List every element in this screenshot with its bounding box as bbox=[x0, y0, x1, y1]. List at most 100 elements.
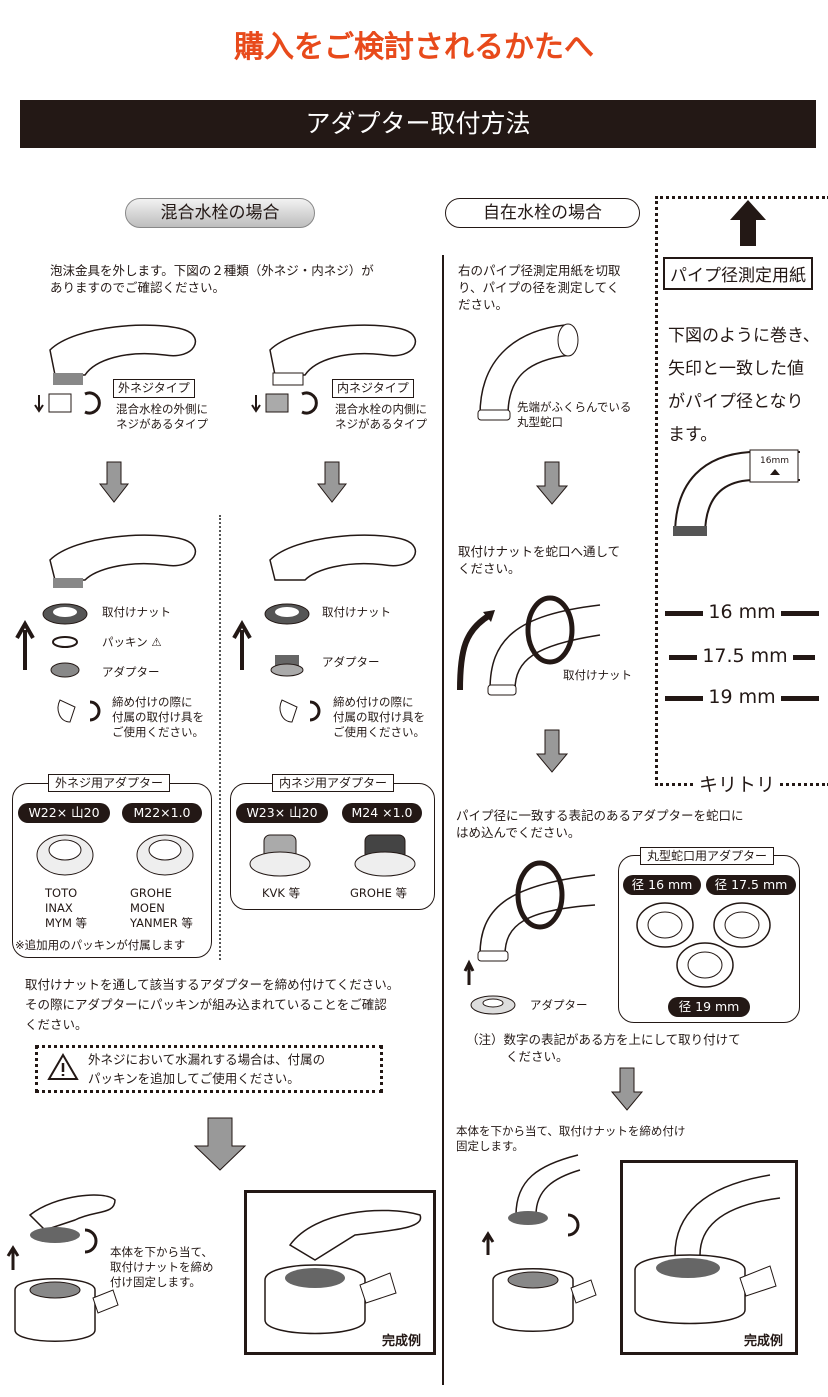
step3-illustration bbox=[6, 1194, 119, 1342]
text-line: 付け固定します。 bbox=[110, 1275, 201, 1289]
brand: GROHE 等 bbox=[350, 886, 408, 900]
gauge-desc: 下図のように巻き、 矢印と一致した値 がパイプ径となり ます。 bbox=[668, 320, 820, 452]
inner-type-desc: 混合水栓の内側にネジがあるタイプ bbox=[335, 402, 427, 432]
size-badge: 径 16 mm bbox=[623, 875, 701, 895]
packing-label: パッキン ⚠ bbox=[102, 635, 162, 650]
outer-type-desc: 混合水栓の外側にネジがあるタイプ bbox=[116, 402, 208, 432]
unscrew-icon bbox=[251, 391, 318, 415]
outer-type-tag: 外ネジタイプ bbox=[113, 379, 195, 398]
text-line: ください。 bbox=[458, 561, 521, 576]
faucet-illustration bbox=[269, 534, 417, 581]
inner-type-tag: 内ネジタイプ bbox=[332, 379, 414, 398]
text-line: 右のパイプ径測定用紙を切取 bbox=[458, 263, 621, 278]
packing-text: パッキン bbox=[102, 635, 148, 649]
text-line: ご使用ください。 bbox=[112, 725, 204, 739]
swivel-faucet-label: 自在水栓の場合 bbox=[445, 198, 640, 228]
section-banner: アダプター取付方法 bbox=[20, 100, 816, 148]
left-step2: 取付けナットを通して該当するアダプターを締め付けてください。その際にアダプターに… bbox=[25, 975, 399, 1035]
text-line: 固定します。 bbox=[456, 1139, 524, 1153]
text-line: 泡沫金具を外します。下図の２種類（外ネジ・内ネジ）が bbox=[50, 263, 374, 278]
down-arrow-icon bbox=[535, 729, 569, 773]
spec-badge: M22×1.0 bbox=[122, 803, 202, 823]
brand: MYM 等 bbox=[45, 916, 88, 930]
nut-label: 取付けナット bbox=[563, 668, 632, 682]
right-example-illustration bbox=[634, 1174, 781, 1325]
nut-on-spout-illustration bbox=[457, 595, 601, 696]
pipe-gauge-mark: 16mm bbox=[760, 456, 789, 466]
adapter-label: アダプター bbox=[102, 665, 160, 679]
text-line: パッキンを追加してご使用ください。 bbox=[88, 1071, 300, 1086]
scale-label: 19 mm bbox=[708, 686, 776, 708]
rotate-icon bbox=[84, 1228, 98, 1254]
adapter-illustrations bbox=[249, 834, 416, 877]
text-line: 取付けナットを通して該当するアダプターを締め付けてください。 bbox=[25, 977, 400, 992]
text-line: その際にアダプターにパッキンが組み込まれていることをご確認 bbox=[25, 997, 387, 1012]
text-line: ださい。 bbox=[458, 297, 509, 312]
tool-note: 締め付けの際に付属の取付け具をご使用ください。 bbox=[333, 695, 425, 740]
tool-note: 締め付けの際に付属の取付け具をご使用ください。 bbox=[112, 695, 204, 740]
column-divider bbox=[442, 255, 444, 1385]
round-adapter-label: 丸型蛇口用アダプター bbox=[640, 847, 775, 865]
text-line: パイプ径に一致する表記のあるアダプターを蛇口に bbox=[456, 808, 744, 823]
text-line: はめ込んでください。 bbox=[456, 825, 581, 840]
spec-badge: W22× 山20 bbox=[18, 803, 110, 823]
right-step2: 取付けナットを蛇口へ通してください。 bbox=[458, 543, 620, 577]
text-line: 本体を下から当て、取付けナットを締め付け bbox=[456, 1124, 686, 1138]
text-line: 締め付けの際に bbox=[333, 695, 414, 709]
right-example-frame bbox=[620, 1160, 798, 1355]
brand: YANMER 等 bbox=[130, 916, 193, 930]
text-line: 付属の取付け具を bbox=[112, 710, 204, 724]
type-divider bbox=[219, 515, 221, 960]
gauge-desc-line: 矢印と一致した値 bbox=[668, 359, 804, 379]
unscrew-icon bbox=[34, 391, 101, 415]
text-line: （注）数字の表記がある方を上にして取り付けて bbox=[466, 1032, 741, 1047]
mixing-faucet-label: 混合水栓の場合 bbox=[125, 198, 315, 228]
up-arrow-icon bbox=[730, 200, 766, 246]
text-line: ありますのでご確認ください。 bbox=[50, 280, 226, 295]
round-adapters-illustration bbox=[636, 902, 771, 988]
down-arrow-icon bbox=[98, 461, 130, 503]
text-line: 外ネジにおいて水漏れする場合は、付属の bbox=[88, 1052, 326, 1067]
down-arrow-icon bbox=[193, 1117, 247, 1171]
right-step3: パイプ径に一致する表記のあるアダプターを蛇口にはめ込んでください。 bbox=[456, 807, 744, 841]
left-example-illustration bbox=[264, 1209, 422, 1335]
brand: GROHE bbox=[130, 886, 172, 900]
left-example-frame bbox=[244, 1190, 436, 1355]
right-intro: 右のパイプ径測定用紙を切取り、パイプの径を測定してください。 bbox=[458, 262, 621, 313]
adapter-insert-illustration bbox=[463, 860, 596, 1015]
warning-text: 外ネジにおいて水漏れする場合は、付属のパッキンを追加してご使用ください。 bbox=[88, 1050, 325, 1088]
scale-16: 16 mm bbox=[658, 602, 826, 622]
text-line: ご使用ください。 bbox=[333, 725, 425, 739]
outer-thread-faucet-illustration bbox=[49, 324, 197, 385]
text-line: り、パイプの径を測定してく bbox=[458, 280, 620, 295]
nut-label: 取付けナット bbox=[102, 605, 171, 619]
text-line: ネジがあるタイプ bbox=[116, 417, 208, 431]
text-line: 混合水栓の内側に bbox=[335, 402, 427, 416]
size-badge: 径 17.5 mm bbox=[706, 875, 796, 895]
example-label: 完成例 bbox=[382, 1334, 422, 1349]
brand: INAX bbox=[45, 901, 73, 915]
text-line: 付属の取付け具を bbox=[333, 710, 425, 724]
pipe-gauge-illustration bbox=[673, 449, 800, 536]
outer-parts-illustration bbox=[15, 603, 101, 723]
spout-note: 先端がふくらんでいる丸型蛇口 bbox=[517, 400, 631, 430]
text-line: 取付けナットを締め bbox=[110, 1260, 214, 1274]
gauge-desc-line: 下図のように巻き、 bbox=[668, 326, 820, 346]
inner-parts-illustration bbox=[232, 603, 321, 723]
left-step3: 本体を下から当て、取付けナットを締め付け固定します。 bbox=[110, 1245, 214, 1290]
scale-label: 17.5 mm bbox=[702, 645, 788, 667]
text-line: 混合水栓の外側に bbox=[116, 402, 208, 416]
gauge-desc-line: がパイプ径となり bbox=[668, 392, 804, 412]
adapter-label: アダプター bbox=[322, 655, 380, 669]
brand: MOEN bbox=[130, 901, 165, 915]
down-arrow-icon bbox=[610, 1067, 644, 1111]
step4-illustration bbox=[481, 1154, 597, 1332]
warning-icon: ⚠ bbox=[151, 635, 162, 649]
spec-badge: W23× 山20 bbox=[236, 803, 328, 823]
size-badge: 径 19 mm bbox=[668, 997, 750, 1017]
inner-thread-faucet-illustration bbox=[269, 324, 417, 386]
scale-17-5: 17.5 mm bbox=[658, 646, 826, 666]
outer-adapter-label: 外ネジ用アダプター bbox=[48, 774, 171, 792]
mount-note: （注）数字の表記がある方を上にして取り付けてください。 bbox=[466, 1031, 741, 1065]
